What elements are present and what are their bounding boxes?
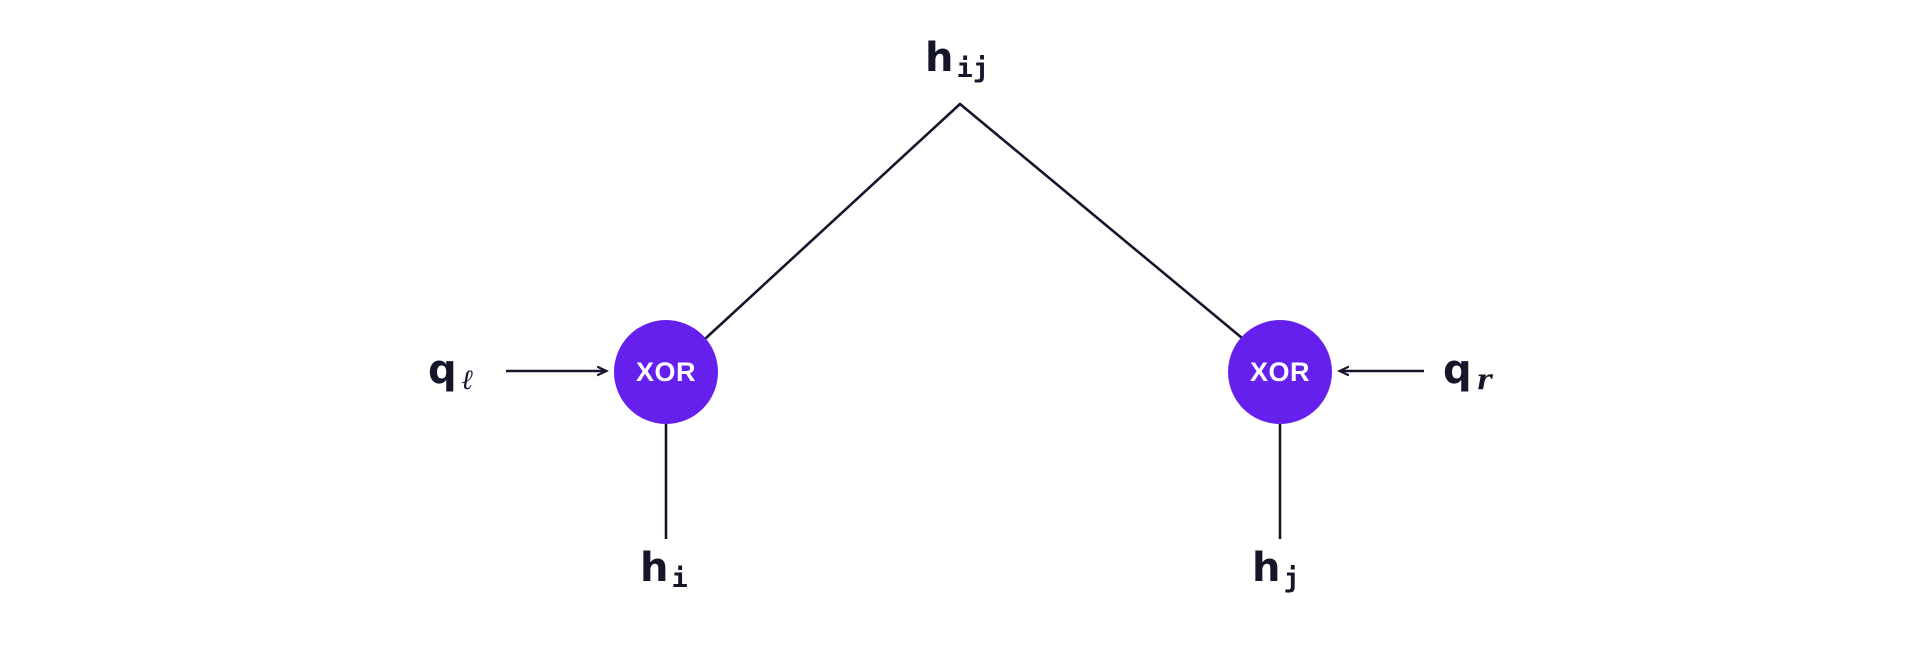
label-q-r-base: q bbox=[1443, 347, 1472, 393]
label-q-r-subscript: r bbox=[1476, 363, 1492, 396]
label-h-i-subscript: i bbox=[671, 563, 688, 594]
edge-apex-to-right-gate bbox=[958, 102, 1244, 340]
xor-gate-right-label: XOR bbox=[1249, 356, 1310, 387]
label-h-ij-subscript: ij bbox=[956, 53, 989, 84]
label-h-ij-base: h bbox=[925, 35, 954, 81]
xor-gate-right[interactable]: XOR bbox=[1228, 320, 1332, 424]
label-h-i-base: h bbox=[640, 545, 669, 591]
edge-apex-to-left-gate bbox=[704, 102, 962, 340]
label-q-l-base: q bbox=[428, 347, 457, 393]
label-h-j-base: h bbox=[1252, 545, 1281, 591]
xor-gate-left-label: XOR bbox=[635, 356, 696, 387]
label-h-j-subscript: j bbox=[1283, 563, 1300, 594]
label-q-l-subscript: ℓ bbox=[461, 363, 474, 396]
xor-gate-left[interactable]: XOR bbox=[614, 320, 718, 424]
